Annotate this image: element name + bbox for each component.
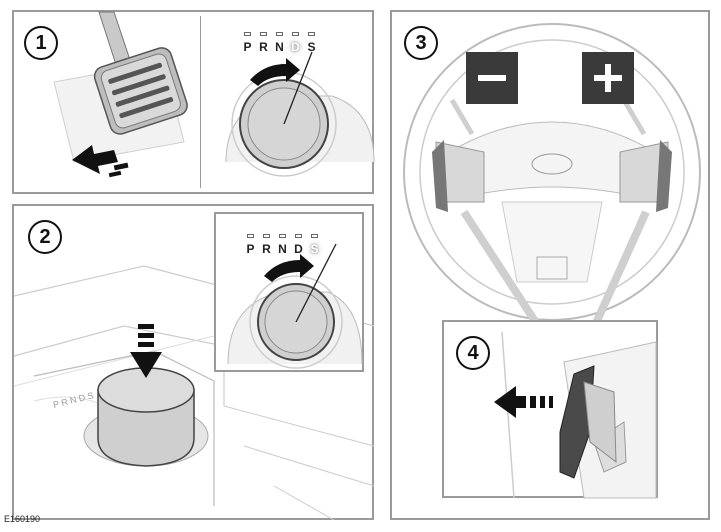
brake-pedal-illustration bbox=[53, 11, 188, 178]
panel-3: 3 4 bbox=[390, 10, 710, 520]
plus-paddle-sign bbox=[582, 52, 634, 104]
pull-left-arrow-icon bbox=[494, 386, 553, 418]
inset-selector-sport: P R N D S bbox=[214, 212, 364, 372]
press-down-arrow-icon bbox=[130, 324, 162, 378]
step-number-2: 2 bbox=[28, 220, 62, 254]
gear-n: N bbox=[275, 32, 284, 54]
steering-wheel-illustration bbox=[403, 23, 701, 335]
minus-paddle-sign bbox=[466, 52, 518, 104]
step-number-1: 1 bbox=[24, 26, 58, 60]
push-arrow-icon bbox=[72, 145, 129, 178]
figure-code: E160190 bbox=[4, 514, 41, 524]
rotate-clockwise-arrow-icon bbox=[264, 254, 314, 282]
gear-d: D bbox=[294, 234, 303, 256]
gear-s-active: S bbox=[310, 234, 319, 256]
rotate-clockwise-arrow-icon bbox=[250, 58, 300, 86]
gear-n: N bbox=[278, 234, 287, 256]
panel-divider bbox=[200, 16, 201, 188]
gear-indicator-panel-1: P R N D S bbox=[243, 32, 316, 54]
paddle-pull-illustration bbox=[494, 331, 657, 499]
plus-icon bbox=[605, 64, 611, 92]
gear-r: R bbox=[259, 32, 268, 54]
panel-2: 2 P R N D S bbox=[12, 204, 375, 521]
gear-s: S bbox=[307, 32, 316, 54]
panel-1: 1 P R N D bbox=[12, 10, 375, 194]
rotary-selector-s-illustration bbox=[227, 243, 363, 369]
gear-p: P bbox=[243, 32, 252, 54]
svg-text:P R N D S: P R N D S bbox=[52, 390, 95, 410]
gear-d-active: D bbox=[291, 32, 300, 54]
gear-p: P bbox=[246, 234, 255, 256]
minus-icon bbox=[478, 75, 506, 81]
gear-r: R bbox=[262, 234, 271, 256]
step-number-4: 4 bbox=[456, 336, 490, 370]
rotary-selector-illustration bbox=[225, 51, 375, 177]
step-number-3: 3 bbox=[404, 26, 438, 60]
inset-paddle-pull: 4 bbox=[442, 320, 658, 499]
gear-indicator-panel-2: P R N D S bbox=[246, 234, 319, 256]
